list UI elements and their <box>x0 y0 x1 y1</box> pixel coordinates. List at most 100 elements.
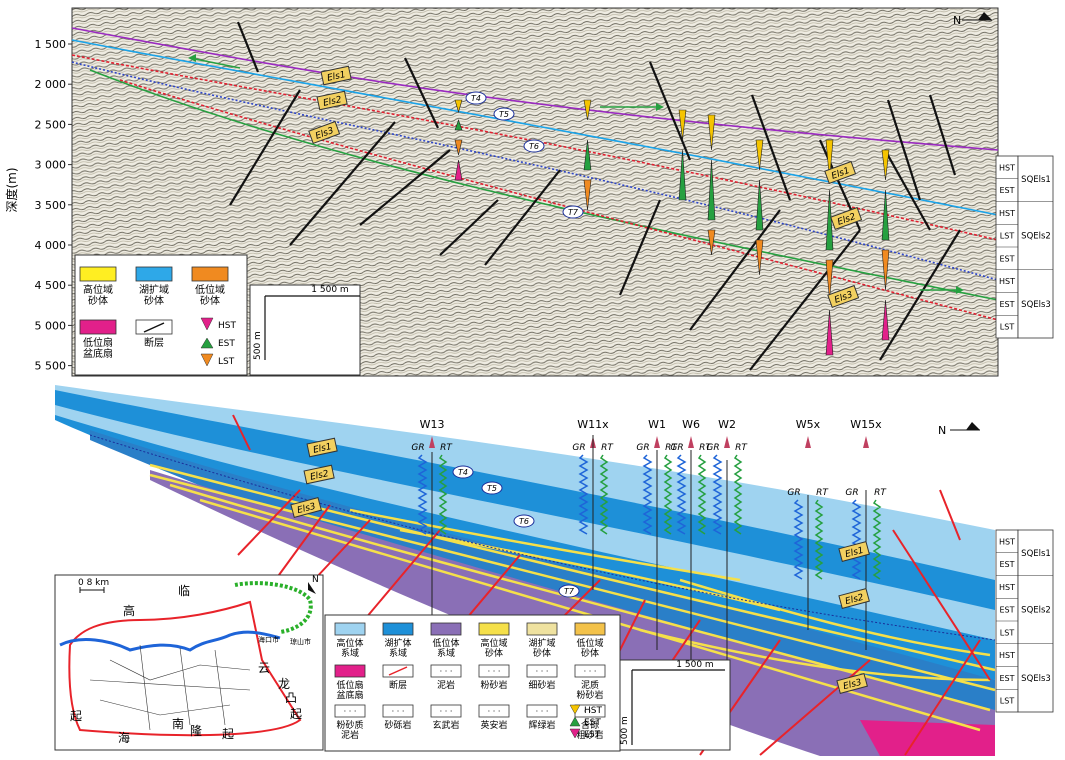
lithology-pattern-icon: · · · <box>536 707 549 716</box>
well-name: W6 <box>682 418 700 431</box>
depth-tick: 2 500 <box>35 118 67 131</box>
onlap-arrows <box>188 54 964 294</box>
lithology-pattern-icon: · · · <box>440 707 453 716</box>
legend-label-bottom: 砂砾岩 <box>384 719 411 731</box>
legend-tract-lst-icon <box>200 353 214 367</box>
log-gr-label: GR <box>411 443 424 453</box>
box-els2: Els2 <box>322 95 343 109</box>
log-rt-label: RT <box>874 488 887 498</box>
depth-tick: 2 000 <box>35 78 67 91</box>
box-els2-bottom: Els2 <box>309 469 330 483</box>
scale-vertical-bottom: 500 m <box>620 716 630 745</box>
legend-label-bottom: 细砂岩 <box>528 679 555 691</box>
map-label: 起 <box>290 707 302 721</box>
horizon-purple <box>71 27 999 151</box>
depth-axis-label: 深度(m) <box>4 167 19 212</box>
legend-swatch-bottom <box>430 622 462 636</box>
column-sequence: SQEls2 <box>1021 606 1051 616</box>
box-els3-bottom-east: Els3 <box>842 678 863 693</box>
surface-t6-bottom: T6 <box>519 517 529 526</box>
legend-swatch-bottom <box>478 704 510 718</box>
log-rt-label: RT <box>665 443 678 453</box>
legend-label-bottom: 低位域砂体 <box>576 637 603 659</box>
legend-label-bottom: 湖扩体系域 <box>384 637 411 659</box>
log-gr-label: GR <box>572 443 585 453</box>
log-rt-curve <box>438 454 448 535</box>
lithology-pattern-icon: · · · <box>344 707 357 716</box>
well-name: W13 <box>420 418 445 431</box>
legend-tract-est-icon <box>200 337 214 349</box>
column-seq-frame <box>1017 155 1054 339</box>
log-gr-curve <box>417 454 428 535</box>
log-gr-curve <box>712 454 723 535</box>
depth-tick: 3 500 <box>35 199 67 212</box>
north-label-top: N <box>953 14 961 27</box>
legend-label-bottom: 粉砂质泥岩 <box>336 719 363 741</box>
well-icon <box>429 436 435 448</box>
legend-tract-label-bottom: LST <box>584 730 601 740</box>
column-tract: EST <box>999 186 1014 195</box>
well-name: W15x <box>850 418 882 431</box>
lithology-pattern-icon: · · · <box>488 707 501 716</box>
scale-vertical-top: 500 m <box>253 331 263 360</box>
map-label: 龙 <box>278 677 290 691</box>
lithology-pattern-icon: · · · <box>440 667 453 676</box>
column-tract: HST <box>999 163 1015 172</box>
log-rt-curve <box>697 454 707 535</box>
horizon-red-2 <box>119 79 999 321</box>
legend-tract-label: HST <box>218 321 236 331</box>
log-gr-label: GR <box>787 488 800 498</box>
column-tract: EST <box>999 606 1014 615</box>
map-label: 海 <box>118 730 130 745</box>
legend-label-bottom: 含砾粗砂岩 <box>576 719 603 741</box>
horizon-red-1 <box>71 54 999 241</box>
log-gr-label: GR <box>845 488 858 498</box>
log-gr-label: GR <box>636 443 649 453</box>
legend-swatch-bottom <box>334 704 366 718</box>
legend-tract-label-bottom: EST <box>584 718 601 728</box>
legend-label-bottom: 低位扇盆底扇 <box>336 679 363 701</box>
legend-label: 断层 <box>144 336 164 349</box>
seismic-scale <box>249 284 361 376</box>
legend-label-bottom: 断层 <box>389 679 407 691</box>
column-sequence: SQEls3 <box>1021 300 1051 310</box>
surface-t4-bottom: T4 <box>458 468 468 477</box>
legend-swatch-bottom <box>430 704 462 718</box>
well-icon <box>654 436 660 448</box>
log-gr-label: GR <box>670 443 683 453</box>
box-els1: Els1 <box>326 70 346 84</box>
legend-swatch <box>191 266 229 282</box>
legend-swatch-bottom <box>526 704 558 718</box>
map-scale: 0 8 km <box>78 578 109 588</box>
legend-label-bottom: 湖扩域砂体 <box>528 637 555 659</box>
log-gr-curve <box>642 454 653 535</box>
log-gr-curve <box>676 454 687 535</box>
legend-label-bottom: 玄武岩 <box>432 719 459 731</box>
column-tract: EST <box>999 300 1014 309</box>
legend-swatch-bottom <box>526 622 558 636</box>
legend-label-bottom: 高位体系域 <box>336 637 363 659</box>
map-label: 临 <box>178 584 190 598</box>
log-rt-label: RT <box>735 443 748 453</box>
column-tract: HST <box>999 651 1015 660</box>
box-els3-bottom: Els3 <box>296 502 317 517</box>
log-rt-label: RT <box>440 443 453 453</box>
legend-swatch-bottom <box>574 622 606 636</box>
column-sequence: SQEls2 <box>1021 232 1051 242</box>
well-icon <box>863 436 869 448</box>
column-tract: HST <box>999 277 1015 286</box>
legend-swatch-bottom <box>334 622 366 636</box>
legend-swatch-bottom <box>574 664 606 678</box>
legend-swatch <box>79 319 117 335</box>
well-name: W1 <box>648 418 666 431</box>
horizon-blue-dotted <box>71 61 999 281</box>
horizon-blue-1 <box>71 39 999 216</box>
surface-t5: T5 <box>499 110 509 119</box>
legend-label: 湖扩域砂体 <box>139 283 169 307</box>
log-rt-curve <box>663 454 673 535</box>
well-name: W2 <box>718 418 736 431</box>
log-rt-curve <box>599 454 609 535</box>
